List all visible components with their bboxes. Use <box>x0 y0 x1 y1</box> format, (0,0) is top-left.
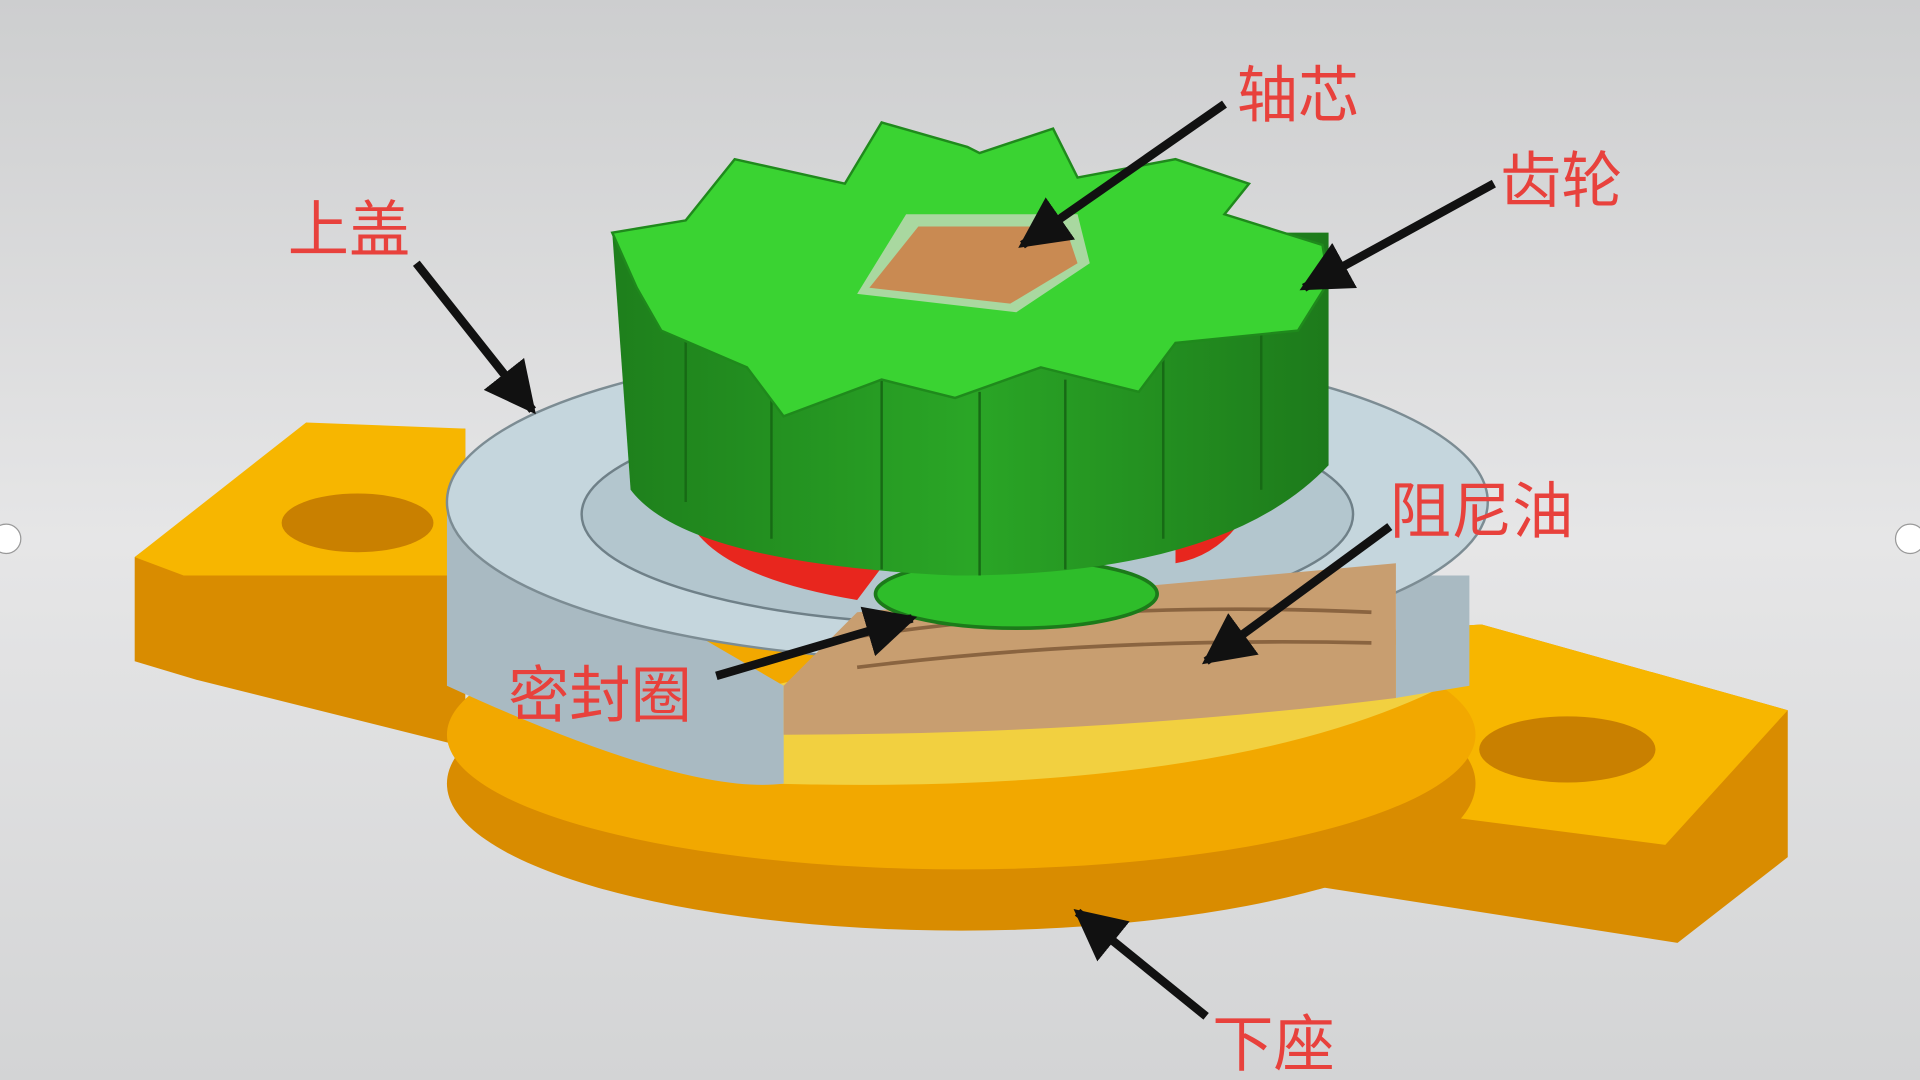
left-handle <box>0 523 22 555</box>
right-handle <box>1894 523 1920 555</box>
label-shaft-core: 轴芯 <box>1237 60 1359 131</box>
label-seal-ring: 密封圈 <box>508 660 692 731</box>
label-damping-oil: 阻尼油 <box>1390 477 1574 548</box>
arrows <box>412 100 1496 1020</box>
gear <box>610 121 1330 576</box>
label-lower-base: 下座 <box>1212 1009 1334 1080</box>
label-gear: 齿轮 <box>1500 146 1622 217</box>
label-upper-cover: 上盖 <box>288 195 410 266</box>
